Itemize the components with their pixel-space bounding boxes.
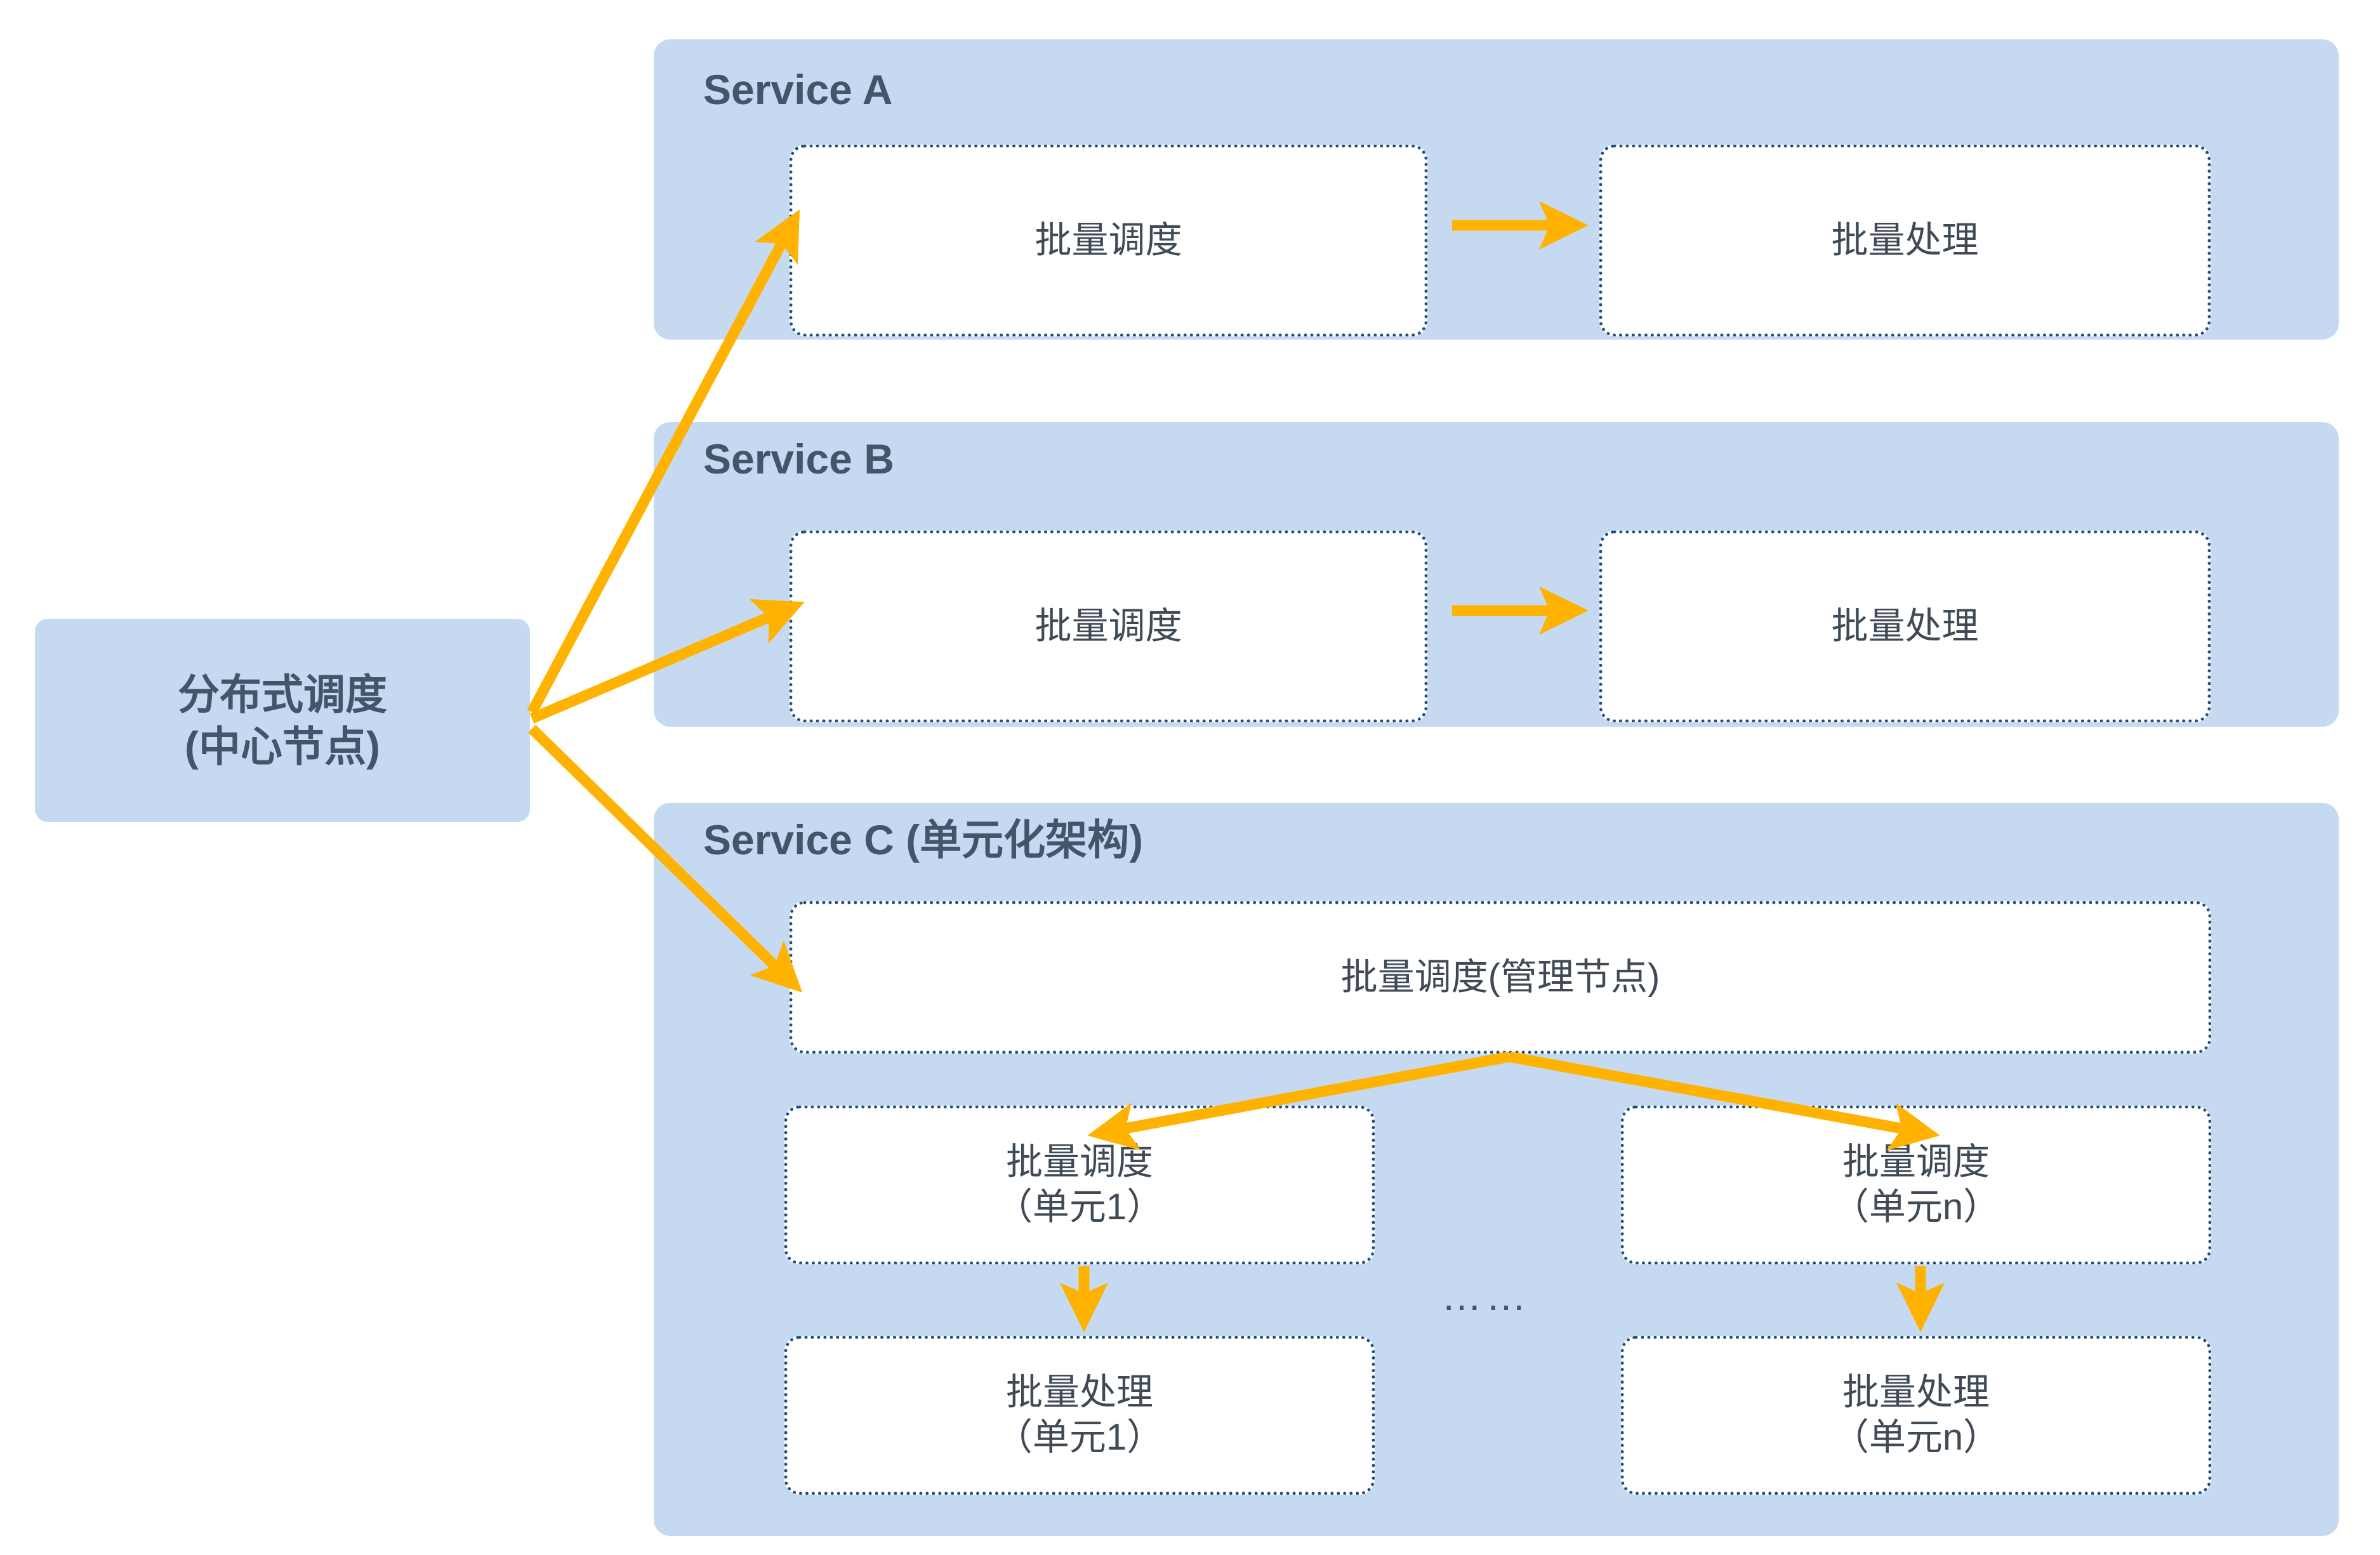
- service-c-units-ellipsis: ……: [1441, 1273, 1530, 1319]
- service-a-process-label: 批量处理: [1831, 219, 1979, 261]
- service-a-process-box[interactable]: 批量处理: [1599, 145, 2211, 336]
- service-c-schedule-unit1-box[interactable]: 批量调度 （单元1）: [784, 1106, 1375, 1264]
- service-b-schedule-box[interactable]: 批量调度: [790, 531, 1427, 722]
- service-c-schedule-unitn-label: 批量调度 （单元n）: [1832, 1141, 2000, 1227]
- service-c-process-unit1-box[interactable]: 批量处理 （单元1）: [784, 1336, 1375, 1495]
- service-a-title: Service A: [703, 66, 893, 113]
- center-node-label: 分布式调度 (中心节点): [178, 670, 387, 771]
- service-c-process-unitn-box[interactable]: 批量处理 （单元n）: [1621, 1336, 2211, 1495]
- service-b-title: Service B: [703, 435, 894, 482]
- service-c-schedule-unitn-box[interactable]: 批量调度 （单元n）: [1621, 1106, 2211, 1264]
- center-node-box[interactable]: 分布式调度 (中心节点): [35, 619, 530, 822]
- service-c-process-unit1-label: 批量处理 （单元1）: [995, 1372, 1164, 1458]
- service-b-schedule-label: 批量调度: [1035, 605, 1182, 647]
- service-c-manager-label: 批量调度(管理节点): [1340, 956, 1660, 998]
- service-a-schedule-label: 批量调度: [1035, 219, 1182, 261]
- service-c-process-unitn-label: 批量处理 （单元n）: [1832, 1372, 2000, 1458]
- service-b-process-box[interactable]: 批量处理: [1599, 531, 2211, 722]
- service-c-schedule-unit1-label: 批量调度 （单元1）: [995, 1141, 1164, 1227]
- service-c-title: Service C (单元化架构): [703, 816, 1144, 863]
- service-c-manager-box[interactable]: 批量调度(管理节点): [790, 901, 2211, 1054]
- service-a-schedule-box[interactable]: 批量调度: [790, 145, 1427, 336]
- service-b-process-label: 批量处理: [1831, 605, 1979, 647]
